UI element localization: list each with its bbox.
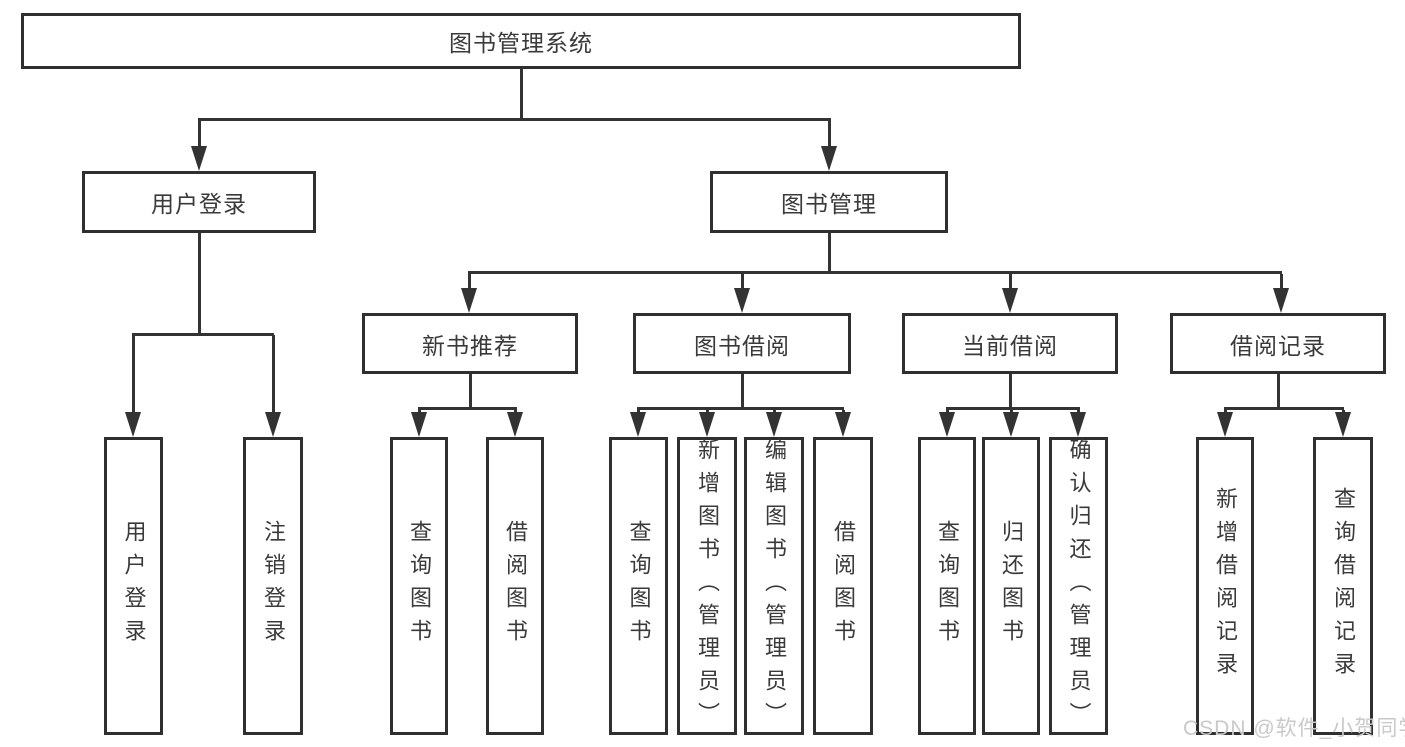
connector-vline [520,69,523,120]
leaf-label: 归还图书 [999,520,1024,652]
connector-hline [946,407,1080,410]
leaf-add-borrow-record: 新增借阅记录 [1196,437,1254,735]
leaf-label: 用户登录 [121,520,147,652]
leaf-query-borrow-record: 查询借阅记录 [1313,437,1373,735]
leaf-label: 查询图书 [935,520,960,652]
arrow-down-icon [1003,412,1019,437]
connector-vline [828,120,831,147]
leaf-confirm-return-admin: 确认归还（管理员） [1049,437,1108,735]
leaf-label: 查询借阅记录 [1331,487,1356,685]
connector-hline [468,271,1282,274]
arrow-down-icon [461,288,477,313]
arrow-down-icon [125,412,141,437]
node-label: 新书推荐 [422,332,518,359]
leaf-label: 编辑图书（管理员） [762,437,787,735]
arrow-down-icon [411,412,427,437]
connector-hline [198,118,831,121]
connector-vline [469,374,472,410]
arrow-down-icon [939,412,955,437]
leaf-edit-books-admin: 编辑图书（管理员） [744,437,804,735]
arrow-down-icon [766,412,782,437]
node-label: 用户登录 [151,191,247,217]
leaf-label: 借阅图书 [831,520,856,652]
connector-vline [468,274,471,290]
connector-hline [418,407,517,410]
leaf-label: 注销登录 [261,520,286,652]
leaf-label: 新增图书（管理员） [695,437,720,735]
node-label: 图书管理 [781,191,877,217]
node-new-book-recommend: 新书推荐 [362,313,578,374]
leaf-label: 确认归还（管理员） [1066,437,1092,735]
node-book-borrowing: 图书借阅 [633,313,851,374]
node-borrowing-records: 借阅记录 [1170,313,1386,374]
arrow-down-icon [1335,412,1351,437]
connector-vline [132,335,135,413]
arrow-down-icon [1217,412,1233,437]
arrow-down-icon [265,412,281,437]
connector-hline [637,407,844,410]
node-label: 图书管理系统 [449,30,593,56]
connector-vline [1009,274,1012,290]
leaf-label: 借阅图书 [503,520,528,652]
connector-vline [272,335,275,413]
arrow-down-icon [1002,288,1018,313]
node-user-login: 用户登录 [82,171,316,233]
arrow-down-icon [1070,412,1086,437]
connector-hline [132,333,274,336]
leaf-user-login: 用户登录 [104,437,163,735]
leaf-label: 新增借阅记录 [1213,487,1238,685]
leaf-label: 查询图书 [407,520,432,652]
arrow-down-icon [191,146,207,171]
leaf-logout: 注销登录 [243,437,303,735]
arrow-down-icon [630,412,646,437]
csdn-watermark: CSDN @软件_小贺同学 [1183,717,1405,740]
node-current-borrowing: 当前借阅 [902,313,1118,374]
leaf-query-books-borrowing: 查询图书 [609,437,668,735]
leaf-query-books-recommend: 查询图书 [390,437,448,735]
node-label: 借阅记录 [1230,332,1326,359]
node-root-library-management-system: 图书管理系统 [21,13,1021,69]
leaf-label: 查询图书 [626,520,652,652]
connector-vline [828,233,831,274]
connector-vline [198,120,201,147]
node-label: 当前借阅 [962,332,1058,359]
arrow-down-icon [507,412,523,437]
arrow-down-icon [699,412,715,437]
arrow-down-icon [821,146,837,171]
arrow-down-icon [734,288,750,313]
leaf-borrow-books-recommend: 借阅图书 [486,437,544,735]
connector-vline [741,274,744,290]
leaf-return-books: 归还图书 [982,437,1040,735]
arrow-down-icon [835,412,851,437]
leaf-add-books-admin: 新增图书（管理员） [677,437,737,735]
connector-vline [1009,374,1012,410]
connector-vline [198,233,201,335]
connector-vline [741,374,744,410]
connector-hline [1224,407,1344,410]
node-label: 图书借阅 [694,332,790,359]
arrow-down-icon [1273,288,1289,313]
connector-vline [1277,374,1280,410]
node-book-management: 图书管理 [710,171,948,233]
connector-vline [1280,274,1283,290]
leaf-borrow-books-borrowing: 借阅图书 [813,437,873,735]
leaf-query-books-current: 查询图书 [918,437,976,735]
